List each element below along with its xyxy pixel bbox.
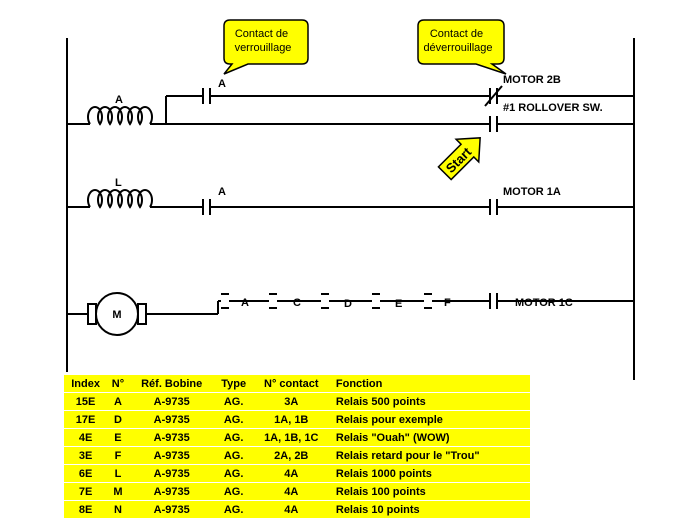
cell-contact-number: 1A, 1B, 1C xyxy=(252,428,330,447)
contact-c xyxy=(269,293,277,309)
header-number: N° xyxy=(107,375,129,393)
cell-number: F xyxy=(107,446,129,465)
latch-contact-a-label: A xyxy=(218,78,226,90)
cell-function: Relais "Ouah" (WOW) xyxy=(329,428,530,447)
callout-verrouillage: Contact de verrouillage xyxy=(223,19,309,75)
cell-number: L xyxy=(107,464,129,483)
cell-coil-ref: A-9735 xyxy=(128,446,215,465)
cell-function: Relais 1000 points xyxy=(329,464,530,483)
contact-a-label: A xyxy=(241,297,249,309)
cell-index: 7E xyxy=(64,482,108,501)
cell-contact-number: 2A, 2B xyxy=(252,446,330,465)
cell-index: 6E xyxy=(64,464,108,483)
coil-a xyxy=(87,106,153,126)
cell-coil-ref: A-9735 xyxy=(128,410,215,429)
callout-verrouillage-line1: Contact de xyxy=(235,28,288,40)
motor-m-label: M xyxy=(112,309,121,321)
cell-function: Relais 500 points xyxy=(329,392,530,411)
cell-coil-ref: A-9735 xyxy=(128,482,215,501)
header-coil-ref: Réf. Bobine xyxy=(128,375,215,393)
coil-l-label: L xyxy=(115,177,122,189)
cell-index: 8E xyxy=(64,500,108,519)
cell-type: AG. xyxy=(214,500,253,519)
contact-a xyxy=(221,293,229,309)
contact-c-label: C xyxy=(293,297,301,309)
cell-function: Relais pour exemple xyxy=(329,410,530,429)
cell-number: M xyxy=(107,482,129,501)
cell-contact-number: 4A xyxy=(252,482,330,501)
contact-a-rung2-label: A xyxy=(218,186,226,198)
cell-function: Relais 100 points xyxy=(329,482,530,501)
callout-verrouillage-line2: verrouillage xyxy=(235,42,292,54)
cell-type: AG. xyxy=(214,482,253,501)
cell-contact-number: 4A xyxy=(252,500,330,519)
cell-index: 17E xyxy=(64,410,108,429)
motor-1c-label: MOTOR 1C xyxy=(515,297,573,309)
cell-index: 15E xyxy=(64,392,108,411)
coil-l xyxy=(87,189,153,209)
cell-type: AG. xyxy=(214,464,253,483)
cell-number: N xyxy=(107,500,129,519)
header-type: Type xyxy=(214,375,253,393)
cell-type: AG. xyxy=(214,392,253,411)
contact-d-label: D xyxy=(344,298,352,310)
callout-deverrouillage-line2: déverrouillage xyxy=(423,42,492,54)
cell-type: AG. xyxy=(214,410,253,429)
coil-a-label: A xyxy=(115,94,123,106)
cell-index: 4E xyxy=(64,428,108,447)
cell-coil-ref: A-9735 xyxy=(128,500,215,519)
cell-type: AG. xyxy=(214,446,253,465)
svg-text:Contact de déverrouillag: Contact de déverrouillage xyxy=(423,28,492,54)
cell-type: AG. xyxy=(214,428,253,447)
svg-text:Contact de verrouillage: Contact de verrouillage xyxy=(235,28,292,54)
cell-index: 3E xyxy=(64,446,108,465)
table-header-row: Index N° Réf. Bobine Type N° contact Fon… xyxy=(64,375,530,393)
callout-deverrouillage: Contact de déverrouillage xyxy=(417,19,507,75)
contact-e xyxy=(372,293,380,309)
contact-e-label: E xyxy=(395,298,402,310)
cell-function: Relais 10 points xyxy=(329,500,530,519)
header-index: Index xyxy=(64,375,108,393)
relay-legend-table: Index N° Réf. Bobine Type N° contact Fon… xyxy=(64,375,530,519)
cell-contact-number: 4A xyxy=(252,464,330,483)
cell-contact-number: 1A, 1B xyxy=(252,410,330,429)
cell-number: D xyxy=(107,410,129,429)
header-contact-number: N° contact xyxy=(252,375,330,393)
contact-d xyxy=(321,293,329,309)
cell-function: Relais retard pour le "Trou" xyxy=(329,446,530,465)
rollover-switch-label: #1 ROLLOVER SW. xyxy=(503,102,603,114)
motor-1a-label: MOTOR 1A xyxy=(503,186,561,198)
cell-contact-number: 3A xyxy=(252,392,330,411)
contact-f xyxy=(424,293,432,309)
motor-2b-label: MOTOR 2B xyxy=(503,74,561,86)
cell-coil-ref: A-9735 xyxy=(128,392,215,411)
cell-coil-ref: A-9735 xyxy=(128,464,215,483)
callout-deverrouillage-line1: Contact de xyxy=(430,28,483,40)
cell-number: A xyxy=(107,392,129,411)
motor-m-body xyxy=(87,303,97,325)
cell-coil-ref: A-9735 xyxy=(128,428,215,447)
header-function: Fonction xyxy=(329,375,530,393)
contact-f-label: F xyxy=(444,297,451,309)
cell-number: E xyxy=(107,428,129,447)
start-arrow: Start xyxy=(437,137,481,181)
